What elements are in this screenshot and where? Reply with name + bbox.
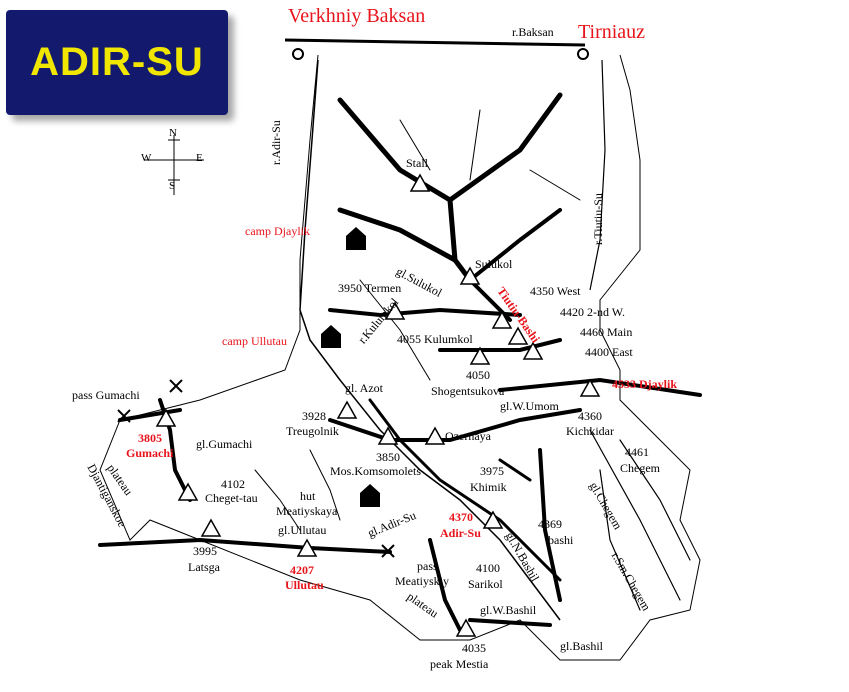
label-chegem-height: 4461 — [625, 445, 649, 459]
label-treugolnik: Treugolnik — [286, 424, 339, 438]
label-tb-main: 4460 Main — [580, 325, 633, 339]
ridges — [98, 92, 702, 632]
label-adir-su-height: 4370 — [449, 510, 473, 524]
label-gl-w-umom: gl.W.Umom — [500, 399, 559, 413]
label-khimik: Khimik — [470, 480, 507, 494]
label-sarikol: Sarikol — [468, 577, 503, 591]
label-gl-w-bashil: gl.W.Bashil — [480, 603, 537, 617]
label-meatiyskaya: Meatiyskaya — [276, 504, 338, 518]
label-komsomolets-height: 3850 — [376, 450, 400, 464]
river-baksan-label: r.Baksan — [512, 25, 554, 39]
label-mestia: peak Mestia — [430, 657, 489, 671]
river-adir-su — [299, 59, 561, 621]
huts — [321, 227, 380, 507]
label-adir-su: Adir-Su — [440, 526, 481, 540]
label-mestia-height: 4035 — [462, 641, 486, 655]
label-gumachi: Gumachi — [126, 446, 174, 460]
compass-w: W — [141, 152, 152, 164]
river-adir-su-label: r.Adir-Su — [269, 120, 283, 165]
label-kulumkol: 4055 Kulumkol — [397, 332, 473, 346]
banner-title: ADIR-SU — [30, 40, 204, 84]
label-bashi-height: 4369 — [538, 517, 562, 531]
compass-s: S — [169, 180, 176, 192]
label-termen: 3950 Termen — [338, 281, 402, 295]
area-outline — [99, 54, 701, 661]
label-latsga: Latsga — [188, 560, 220, 574]
label-tb-2nd-w: 4420 2-nd W. — [560, 305, 626, 319]
label-kichkidar-height: 4360 — [578, 409, 602, 423]
label-sarikol-height: 4100 — [476, 561, 500, 575]
river-tiutiu-su-label: r.Tiutiu-Su — [591, 193, 605, 245]
label-treugolnik-height: 3928 — [302, 409, 326, 423]
label-komsomolets: Mos.Komsomolets — [330, 464, 422, 478]
label-sulukol: Sulukol — [475, 257, 513, 271]
label-hut: hut — [300, 489, 316, 503]
label-ozernaya: Ozernaya — [445, 429, 491, 443]
compass-rose — [144, 135, 204, 195]
baksan-road — [284, 38, 586, 47]
label-khimik-height: 3975 — [480, 464, 504, 478]
passes — [117, 379, 395, 558]
label-kichkidar: Kichkidar — [566, 424, 614, 438]
label-pass-gumachi: pass Gumachi — [72, 388, 140, 402]
compass-e: E — [196, 152, 203, 164]
label-gumachi-height: 3805 — [138, 431, 162, 445]
label-gl-azot: gl. Azot — [345, 381, 383, 395]
label-bashi: bashi — [548, 533, 574, 547]
label-gl-gumachi: gl.Gumachi — [196, 437, 253, 451]
label-djaylik: 4533 Djaylik — [612, 377, 678, 391]
town-verkhniy-baksan: Verkhniy Baksan — [288, 5, 426, 27]
label-shogentsukova: Shogentsukova — [431, 384, 505, 398]
road-end-left — [292, 48, 304, 60]
camp-ullutau-label: camp Ullutau — [222, 334, 287, 348]
label-gl-bashil: gl.Bashil — [560, 639, 604, 653]
compass-n: N — [169, 127, 177, 139]
peaks — [155, 173, 601, 637]
label-chegem: Chegem — [620, 461, 660, 475]
label-ullutau-height: 4207 — [290, 563, 314, 577]
label-tb-west: 4350 West — [530, 284, 581, 298]
label-tb-east: 4400 East — [585, 345, 633, 359]
title-banner: ADIR-SU — [6, 10, 228, 115]
label-cheget-tau: Cheget-tau — [205, 491, 258, 505]
river-tiutiu-su — [589, 59, 606, 291]
label-ullutau: Ullutau — [285, 578, 324, 592]
label-cheget-tau-height: 4102 — [221, 477, 245, 491]
town-tirniauz: Tirniauz — [578, 21, 646, 43]
label-stall: Stall — [406, 156, 429, 170]
label-shogentsukova-height: 4050 — [466, 368, 490, 382]
label-gl-ullutau: gl.Ullutau — [278, 523, 327, 537]
road-end-right — [577, 48, 589, 60]
label-pass-meatiyskiy-1: pass — [417, 559, 438, 573]
label-pass-meatiyskiy-2: Meatiyskiy — [395, 574, 449, 588]
label-latsga-height: 3995 — [193, 544, 217, 558]
camp-djaylik-label: camp Djaylik — [245, 224, 310, 238]
